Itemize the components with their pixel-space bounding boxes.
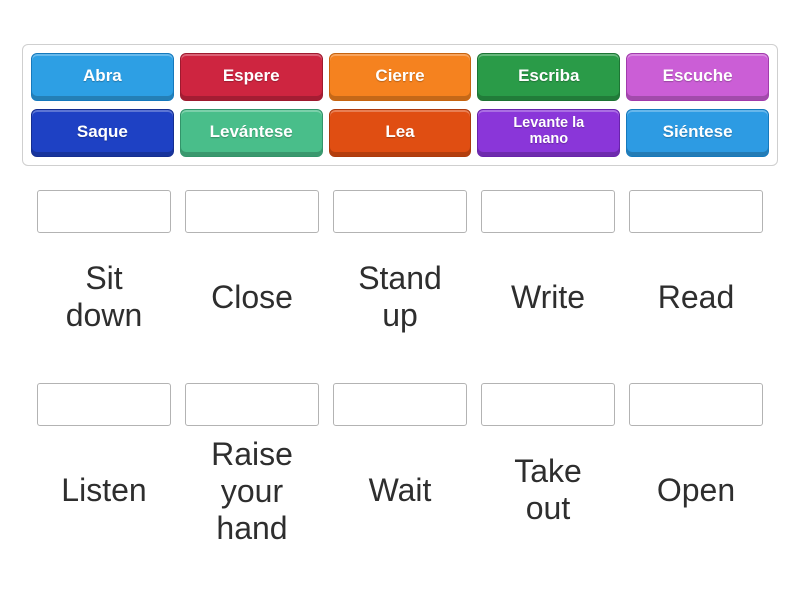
tile-label: Levántese bbox=[209, 121, 293, 141]
draggable-tile-escriba[interactable]: Escriba bbox=[477, 53, 621, 101]
answer-label: Wait bbox=[368, 471, 432, 508]
answer-label-wrap: Listen bbox=[61, 436, 146, 544]
tile-label: Escuche bbox=[662, 65, 733, 85]
tile-label: Lea bbox=[385, 121, 415, 141]
tile-tray: Abra Espere Cierre Escriba Escuche Saque… bbox=[22, 44, 778, 166]
drop-target-write[interactable] bbox=[481, 190, 615, 233]
drop-target-take-out[interactable] bbox=[481, 383, 615, 426]
draggable-tile-escuche[interactable]: Escuche bbox=[626, 53, 769, 101]
draggable-tile-espere[interactable]: Espere bbox=[179, 53, 323, 101]
draggable-tile-levante-la-mano[interactable]: Levante la mano bbox=[477, 109, 621, 157]
drop-target-open[interactable] bbox=[629, 383, 763, 426]
answer-label-wrap: Sit down bbox=[52, 243, 156, 351]
tile-label: Levante la mano bbox=[513, 115, 585, 147]
match-row-1: Sit down Close Stand up Write Read bbox=[30, 190, 770, 351]
match-cell-read: Read bbox=[622, 190, 770, 351]
match-cell-stand-up: Stand up bbox=[326, 190, 474, 351]
tile-label: Espere bbox=[222, 65, 280, 85]
answer-label: Sit down bbox=[65, 260, 143, 333]
draggable-tile-cierre[interactable]: Cierre bbox=[328, 53, 472, 101]
draggable-tile-abra[interactable]: Abra bbox=[31, 53, 174, 101]
match-cell-write: Write bbox=[474, 190, 622, 351]
answer-label-wrap: Take out bbox=[496, 436, 600, 544]
answer-label: Read bbox=[657, 278, 735, 315]
answer-label: Open bbox=[656, 471, 736, 508]
draggable-tile-levantese[interactable]: Levántese bbox=[179, 109, 323, 157]
match-cell-take-out: Take out bbox=[474, 383, 622, 546]
tile-label: Saque bbox=[76, 121, 128, 141]
answer-label: Take out bbox=[514, 453, 582, 526]
drop-target-raise-your-hand[interactable] bbox=[185, 383, 319, 426]
answer-label-wrap: Open bbox=[657, 436, 735, 544]
tile-label: Abra bbox=[83, 65, 122, 85]
drop-target-close[interactable] bbox=[185, 190, 319, 233]
answer-label: Write bbox=[510, 278, 586, 315]
match-row-2: Listen Raise your hand Wait Take out Ope… bbox=[30, 383, 770, 546]
match-cell-close: Close bbox=[178, 190, 326, 351]
answer-label-wrap: Raise your hand bbox=[200, 436, 304, 546]
answer-label: Raise your hand bbox=[211, 436, 293, 546]
draggable-tile-sientese[interactable]: Siéntese bbox=[626, 109, 769, 157]
draggable-tile-saque[interactable]: Saque bbox=[31, 109, 174, 157]
answer-label: Listen bbox=[61, 471, 147, 508]
tile-label: Siéntese bbox=[662, 121, 733, 141]
drop-target-listen[interactable] bbox=[37, 383, 171, 426]
drop-target-stand-up[interactable] bbox=[333, 190, 467, 233]
answer-label-wrap: Write bbox=[511, 243, 585, 351]
match-cell-sit-down: Sit down bbox=[30, 190, 178, 351]
tile-label: Escriba bbox=[518, 65, 580, 85]
drop-target-sit-down[interactable] bbox=[37, 190, 171, 233]
answer-label-wrap: Close bbox=[211, 243, 293, 351]
draggable-tile-lea[interactable]: Lea bbox=[328, 109, 472, 157]
match-cell-listen: Listen bbox=[30, 383, 178, 546]
tile-label: Cierre bbox=[375, 65, 425, 85]
answer-label-wrap: Stand up bbox=[348, 243, 452, 351]
answer-label: Stand up bbox=[358, 260, 442, 333]
answer-label-wrap: Wait bbox=[369, 436, 432, 544]
drop-target-wait[interactable] bbox=[333, 383, 467, 426]
drop-target-read[interactable] bbox=[629, 190, 763, 233]
match-cell-wait: Wait bbox=[326, 383, 474, 546]
answer-label-wrap: Read bbox=[658, 243, 735, 351]
answer-label: Close bbox=[211, 278, 293, 315]
match-cell-open: Open bbox=[622, 383, 770, 546]
match-cell-raise-your-hand: Raise your hand bbox=[178, 383, 326, 546]
